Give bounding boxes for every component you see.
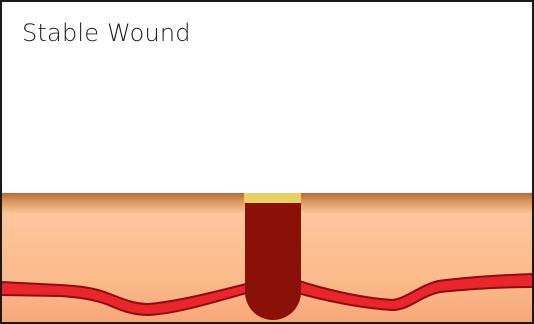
scab-icon: [244, 193, 301, 203]
wound-icon: [245, 202, 301, 320]
diagram-title: Stable Wound: [22, 21, 191, 45]
